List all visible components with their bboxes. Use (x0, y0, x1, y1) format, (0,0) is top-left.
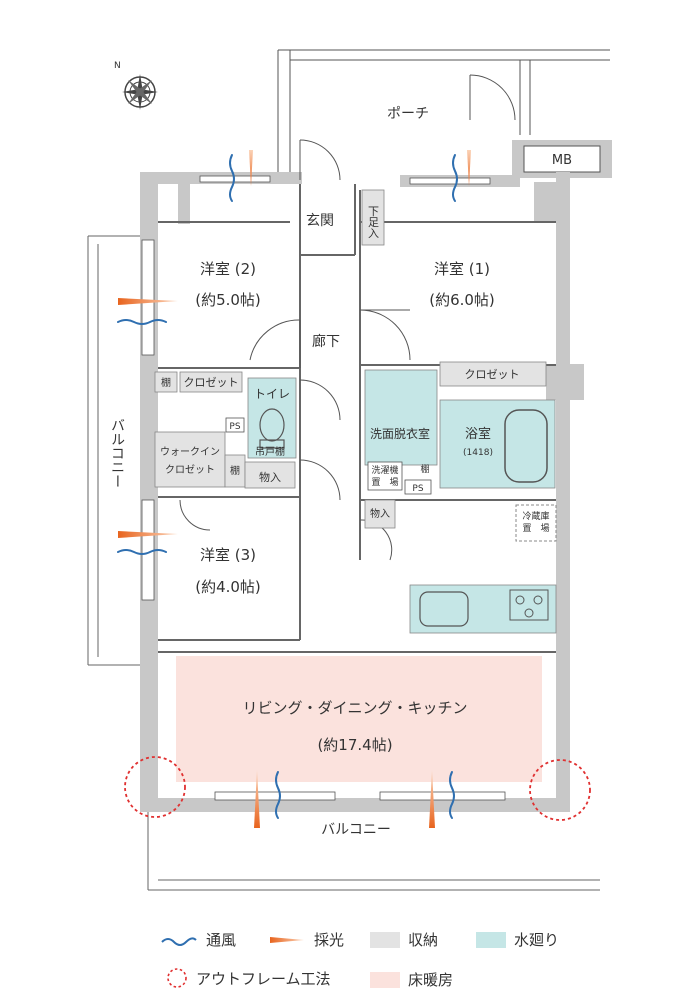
legend-outframe: アウトフレーム工法 (166, 967, 331, 989)
storage-label-2: 物入 (370, 507, 390, 520)
balcony-left-label: バルコニー (109, 418, 125, 488)
porch-gate (469, 74, 516, 121)
shelf-label-3: 棚 (420, 463, 429, 475)
ventilation-icon (161, 936, 197, 946)
washer-box (367, 461, 432, 495)
yoshitsu1-size: (約6.0帖) (429, 291, 495, 309)
shelf-label-1: 棚 (161, 376, 171, 389)
legend-storage-label: 収納 (408, 931, 439, 949)
sink-icon (419, 591, 469, 627)
legend-daylight: 採光 (268, 929, 344, 950)
walkin-label-2: クロゼット (165, 464, 215, 476)
floor-heating-swatch (370, 971, 400, 988)
outframe-icon (167, 968, 187, 988)
ventilation-arrows (117, 154, 458, 819)
closet-label-2: クロゼット (184, 376, 239, 389)
water-swatch (476, 931, 506, 948)
stove-icon (509, 589, 549, 621)
corridor-label: 廊下 (312, 333, 340, 350)
toilet-label: トイレ (254, 387, 290, 401)
fridge-box (515, 504, 557, 542)
porch-area (277, 49, 610, 180)
tsurido-label: 吊戸棚 (255, 445, 285, 458)
legend: 通風 採光 収納 水廻り アウトフレーム工法 床暖房 (0, 915, 692, 1000)
legend-floor-heating: 床暖房 (370, 969, 453, 990)
yoshitsu2-size: (約5.0帖) (195, 291, 261, 309)
svg-text:N: N (114, 61, 121, 71)
shoe-cabinet-label: 下足入 (367, 206, 380, 239)
legend-floor-heating-label: 床暖房 (408, 971, 454, 989)
toilet-icon (259, 408, 285, 449)
fridge-label-1: 冷蔵庫 (522, 510, 549, 522)
door-swings (179, 139, 411, 561)
storage-swatch (370, 931, 400, 948)
balcony-bottom (147, 812, 600, 891)
storage-label-1: 物入 (259, 470, 281, 484)
mb-label: MB (552, 153, 572, 168)
water-areas (247, 369, 557, 634)
ldk-size: (約17.4帖) (317, 736, 392, 754)
legend-outframe-label: アウトフレーム工法 (196, 969, 331, 988)
closet-label-1: クロゼット (465, 368, 520, 381)
balcony-bottom-label: バルコニー (321, 822, 391, 838)
bath-size: (1418) (463, 448, 493, 458)
shelf-label-2: 棚 (230, 464, 240, 477)
legend-water-label: 水廻り (514, 931, 560, 949)
legend-ventilation-label: 通風 (206, 931, 237, 949)
porch-label: ポーチ (387, 106, 429, 122)
outframe-markers (124, 756, 591, 821)
washer-label-1: 洗濯機 (371, 464, 398, 476)
washer-label-2: 置 場 (371, 476, 398, 488)
fridge-label-2: 置 場 (522, 522, 549, 534)
mb-box (512, 140, 612, 178)
genkan-label: 玄関 (306, 212, 334, 229)
walkin-label-1: ウォークイン (160, 446, 220, 458)
legend-water: 水廻り (476, 929, 559, 950)
legend-daylight-label: 採光 (314, 931, 345, 949)
daylight-arrows (118, 150, 471, 828)
bathtub-icon (504, 409, 548, 483)
floor-heating-area (176, 656, 542, 782)
floor-plan: N (87, 49, 612, 891)
yoshitsu3-label: 洋室 (3) (200, 546, 256, 564)
daylight-icon (270, 936, 304, 943)
compass-icon: N (114, 61, 158, 110)
storage-areas (154, 189, 547, 529)
yoshitsu2-label: 洋室 (2) (200, 260, 256, 278)
bath-label: 浴室 (465, 426, 491, 442)
yoshitsu3-size: (約4.0帖) (195, 578, 261, 596)
legend-ventilation: 通風 (160, 929, 236, 950)
ldk-label: リビング・ダイニング・キッチン (242, 699, 467, 717)
ps-box-left (225, 417, 245, 433)
ps-label-1: PS (229, 422, 240, 432)
legend-storage: 収納 (370, 929, 438, 950)
ps-label-2: PS (412, 484, 423, 494)
yoshitsu1-label: 洋室 (1) (434, 260, 490, 278)
washroom-label: 洗面脱衣室 (370, 426, 430, 441)
balcony-left (87, 235, 140, 666)
